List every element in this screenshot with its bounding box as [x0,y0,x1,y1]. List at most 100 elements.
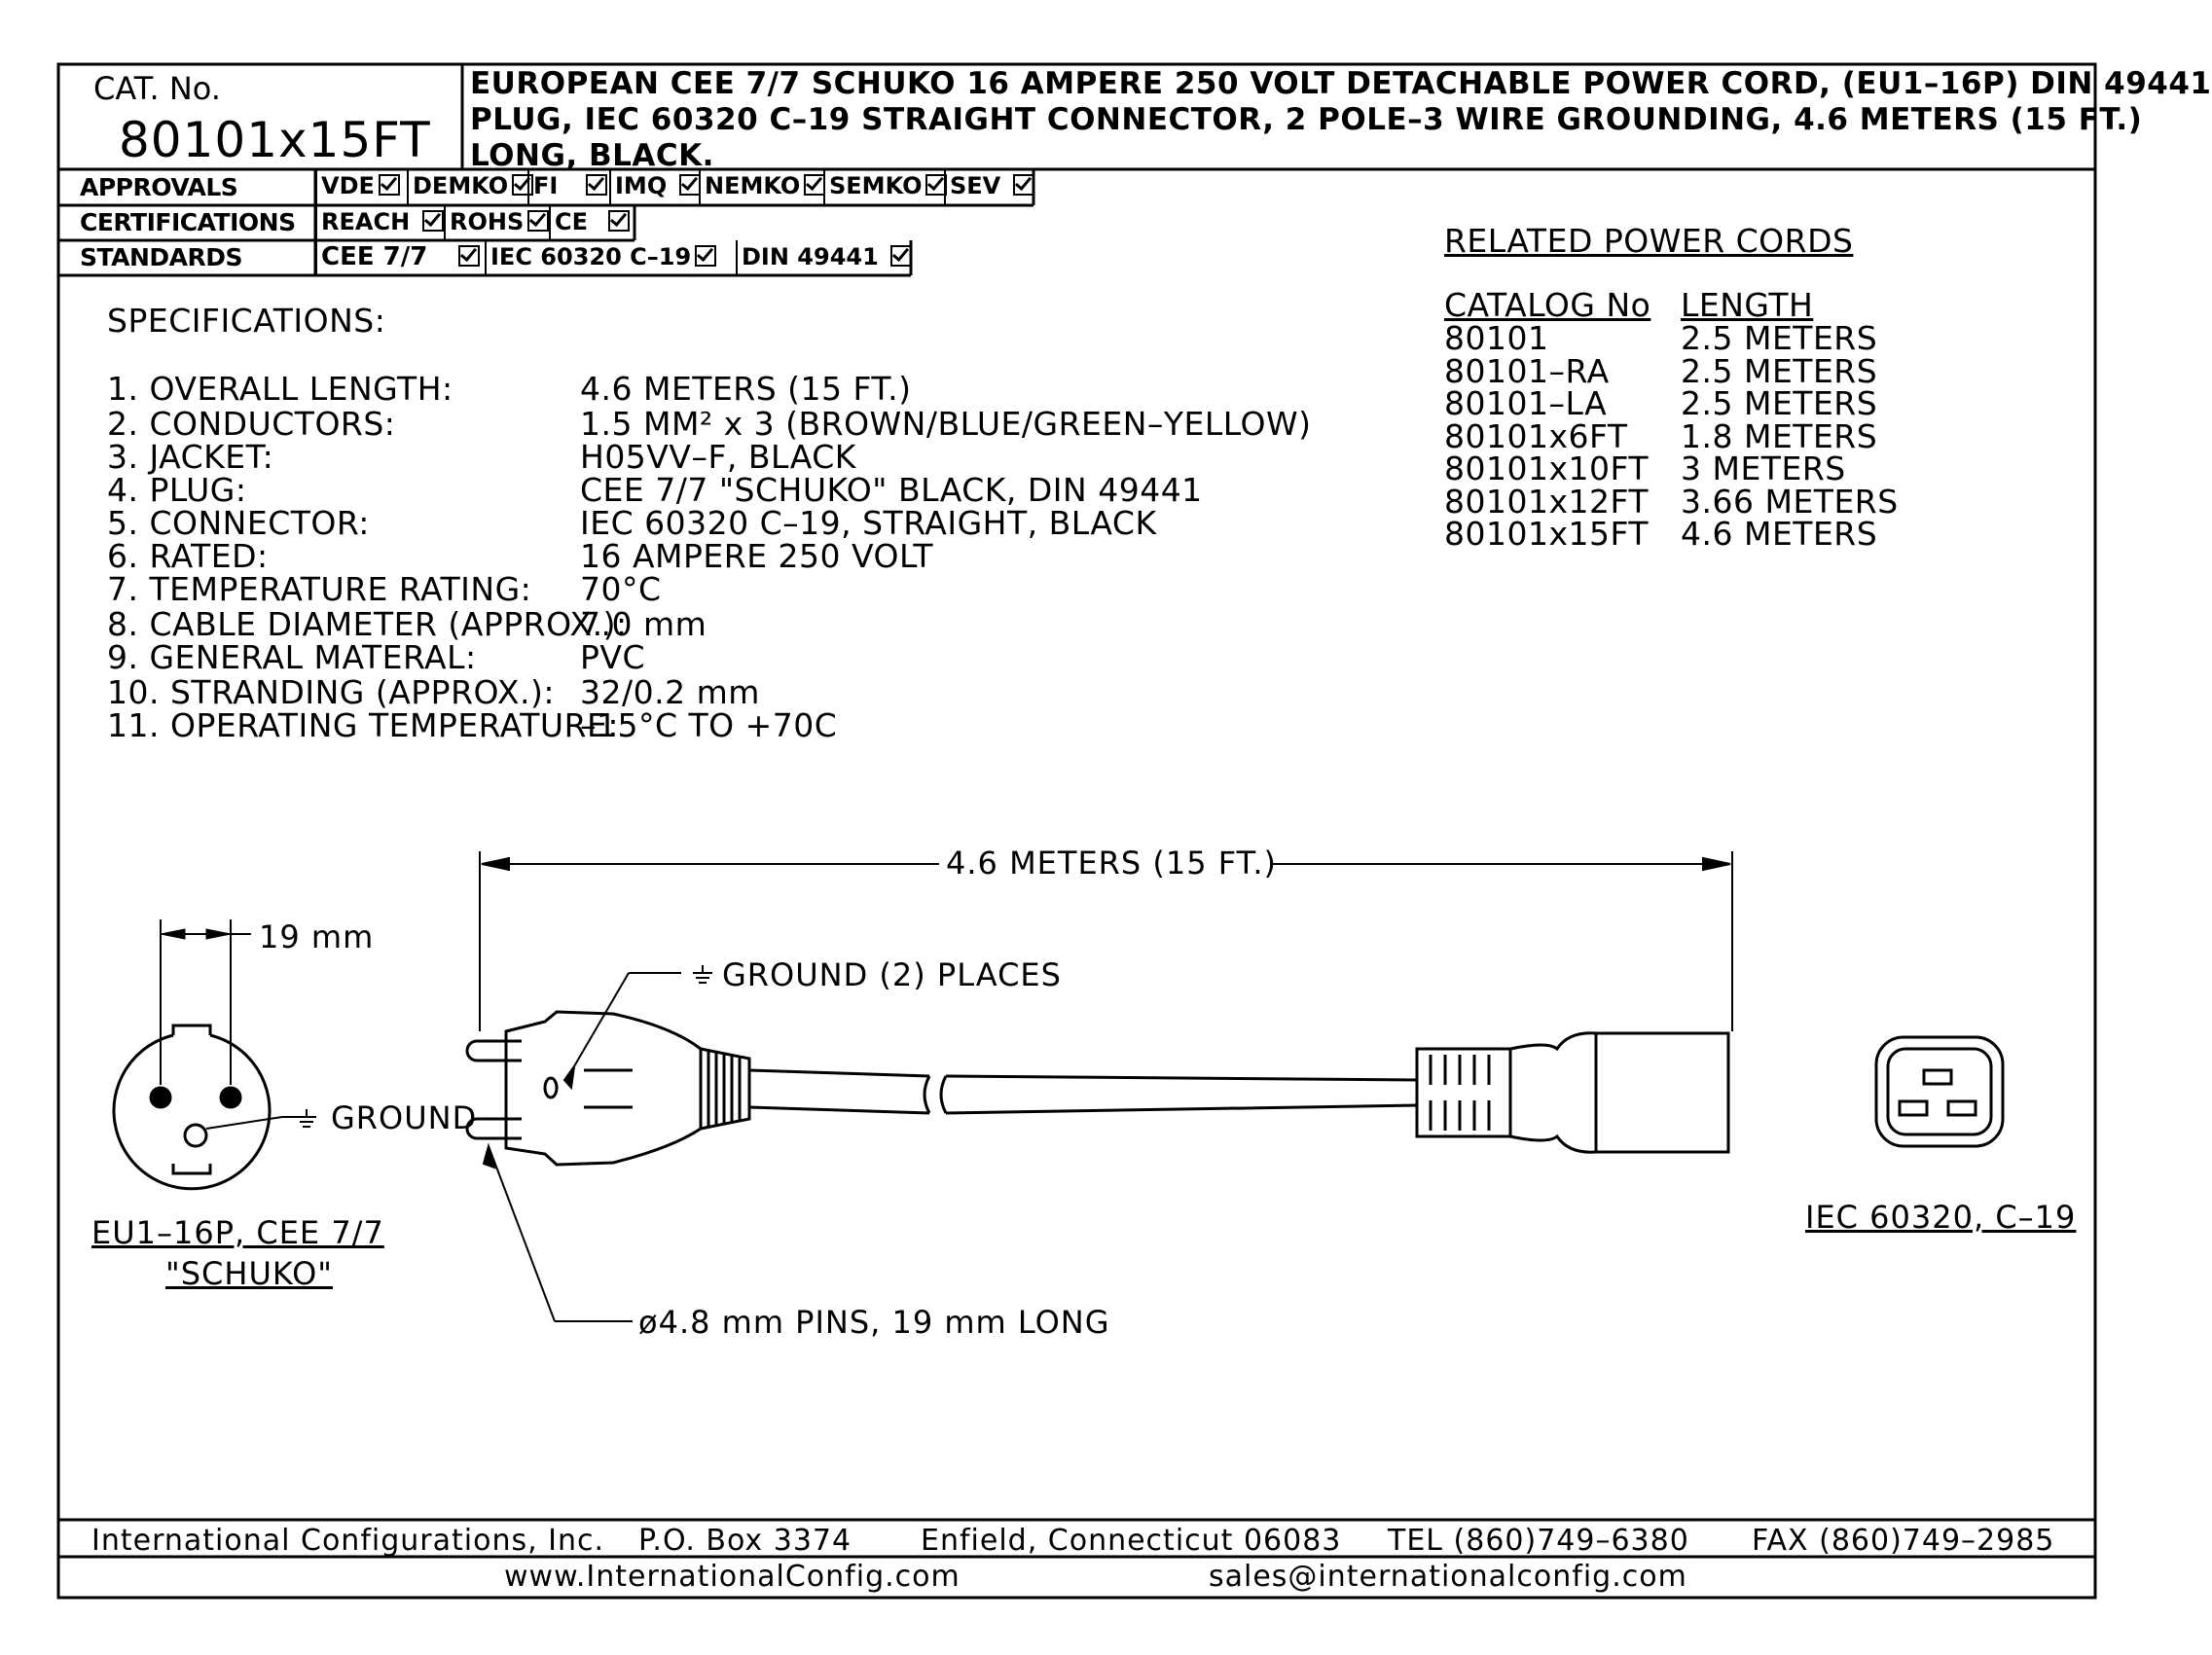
spec-label: 11. OPERATING TEMPERATURE: [107,706,619,744]
related-col-length: LENGTH [1681,286,1814,324]
spec-label: 5. CONNECTOR: [107,504,370,542]
pin-spacing-label: 19 mm [259,918,375,955]
spec-value: IEC 60320 C–19, STRAIGHT, BLACK [580,504,1157,542]
checkbox-checked-icon [925,174,948,196]
related-length: 1.8 METERS [1681,416,1878,455]
approvals-label: APPROVALS [80,173,238,201]
spec-value: 1.5 MM² x 3 (BROWN/BLUE/GREEN–YELLOW) [580,405,1312,443]
outer-frame [56,62,2097,1600]
spec-label: 2. CONDUCTORS: [107,405,396,443]
checkbox-checked-icon [378,174,400,196]
checkbox-checked-icon [421,210,444,232]
related-catalog: 80101x10FT [1444,450,1650,487]
related-title: RELATED POWER CORDS [1444,222,1854,260]
approvals-row: VDE DEMKO FI IMQ NEMKO SEMKO SEV [315,169,1034,205]
spec-label: 9. GENERAL MATERAL: [107,638,477,676]
cat-number: 80101x15FT [119,112,431,168]
checkbox-checked-icon [1012,174,1034,196]
related-length: 3.66 METERS [1681,482,1899,521]
ground-places-label: GROUND (2) PLACES [722,956,1062,993]
spec-value: 32/0.2 mm [580,673,760,711]
ground-label: GROUND [331,1099,478,1136]
spec-value: 4.6 METERS (15 FT.) [580,370,912,408]
approval-semko: SEMKO [823,169,948,205]
approval-fi: FI [527,169,608,205]
related-col-catalog: CATALOG No [1444,286,1651,324]
overall-dimension [479,851,1733,1031]
spec-label: 4. PLUG: [107,471,247,509]
spec-value: –15°C TO +70C [580,706,838,744]
spec-label: 7. TEMPERATURE RATING: [107,570,532,608]
checkbox-checked-icon [678,174,701,196]
approval-nemko: NEMKO [699,169,826,205]
related-length: 2.5 METERS [1681,319,1878,357]
spec-value: H05VV–F, BLACK [580,438,856,476]
spec-value: PVC [580,638,646,676]
cat-label: CAT. No. [93,70,221,107]
footer-tel: TEL (860)749–6380 [1388,1524,1689,1558]
related-length: 4.6 METERS [1681,515,1878,553]
footer-email[interactable]: sales@internationalconfig.com [1209,1560,1687,1594]
related-length: 2.5 METERS [1681,351,1878,390]
certifications-label: CERTIFICATIONS [80,208,296,236]
approval-imq: IMQ [609,169,701,205]
standard-iec: IEC 60320 C–19 [485,240,734,275]
related-length: 2.5 METERS [1681,384,1878,422]
specifications-title: SPECIFICATIONS: [107,302,386,340]
connector-face-view [1874,1035,2005,1148]
standards-label: STANDARDS [80,243,243,271]
footer-fax: FAX (860)749–2985 [1752,1524,2055,1558]
related-catalog: 80101–LA [1444,384,1608,422]
drawing-canvas [56,62,2097,1600]
plug-side-view [465,1010,1418,1167]
related-catalog: 80101x12FT [1444,482,1650,521]
cert-reach: REACH [315,205,444,240]
ground-symbol-icon [297,965,712,1128]
checkbox-checked-icon [512,174,534,196]
spec-value: CEE 7/7 "SCHUKO" BLACK, DIN 49441 [580,471,1203,509]
related-catalog: 80101x6FT [1444,416,1628,455]
connector-caption: IEC 60320, C–19 [1805,1199,2077,1236]
checkbox-checked-icon [607,210,630,232]
related-catalog: 80101–RA [1444,351,1610,390]
approval-sev: SEV [944,169,1037,205]
spec-label: 3. JACKET: [107,438,274,476]
related-catalog: 80101x15FT [1444,515,1650,553]
spec-label: 10. STRANDING (APPROX.): [107,673,555,711]
checkbox-checked-icon [586,174,608,196]
approval-vde: VDE [315,169,400,205]
spec-label: 1. OVERALL LENGTH: [107,370,453,408]
checkbox-checked-icon [890,245,913,267]
connector-side-view [1415,1031,1730,1154]
footer-company: International Configurations, Inc. [91,1524,605,1558]
standards-row: CEE 7/7 IEC 60320 C–19 DIN 49441 [315,240,913,275]
overall-dimension-label: 4.6 METERS (15 FT.) [946,845,1277,881]
checkbox-checked-icon [804,174,826,196]
spec-value: 16 AMPERE 250 VOLT [580,537,933,575]
schuko-face-view [112,919,297,1191]
footer-po-box: P.O. Box 3374 [638,1524,852,1558]
footer-website[interactable]: www.InternationalConfig.com [504,1560,961,1594]
standard-cee: CEE 7/7 [315,240,487,275]
related-length: 3 METERS [1681,450,1846,487]
plug-caption-2: "SCHUKO" [165,1255,333,1292]
description-line-1: EUROPEAN CEE 7/7 SCHUKO 16 AMPERE 250 VO… [470,66,2212,101]
related-catalog: 80101 [1444,319,1549,357]
approval-demko: DEMKO [407,169,534,205]
checkbox-checked-icon [527,210,550,232]
certifications-row: REACH ROHS CE [315,205,635,240]
cert-ce: CE [549,205,638,240]
checkbox-checked-icon [457,245,480,267]
spec-label: 6. RATED: [107,537,269,575]
spec-label: 8. CABLE DIAMETER (APPROX.): [107,605,628,643]
plug-caption-1: EU1–16P, CEE 7/7 [91,1214,384,1251]
footer-city: Enfield, Connecticut 06083 [921,1524,1342,1558]
description-line-3: LONG, BLACK. [470,138,714,173]
cert-rohs: ROHS [444,205,550,240]
checkbox-checked-icon [695,245,717,267]
spec-value: 70°C [580,570,662,608]
standard-din: DIN 49441 [736,240,915,275]
leaders [482,972,681,1322]
pins-note-label: ø4.8 mm PINS, 19 mm LONG [638,1304,1110,1341]
description-line-2: PLUG, IEC 60320 C–19 STRAIGHT CONNECTOR,… [470,102,2143,137]
